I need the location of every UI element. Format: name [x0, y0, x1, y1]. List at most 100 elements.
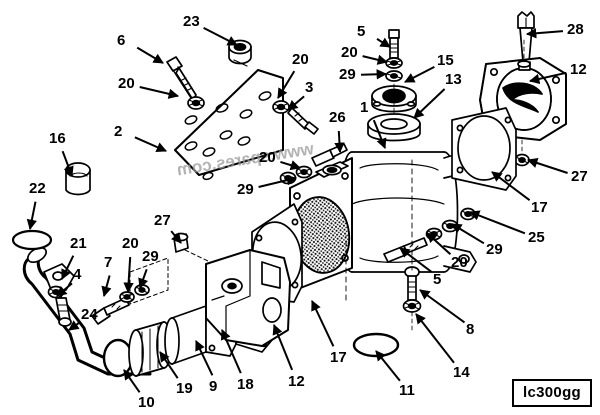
leader-line-27 [527, 157, 568, 174]
diagram-id-label: lc300gg [512, 379, 592, 407]
leader-line-20 [426, 232, 452, 256]
callout-14: 14 [453, 364, 470, 381]
callout-16: 16 [49, 130, 66, 147]
callout-9: 9 [209, 378, 218, 395]
leader-line-12 [272, 324, 294, 371]
part-mounting-plate [174, 69, 284, 181]
leader-line-7 [101, 275, 112, 298]
callout-1: 1 [360, 99, 369, 116]
part-5-bolt-top [388, 29, 400, 59]
callout-6: 6 [117, 32, 126, 49]
callout-17: 17 [531, 199, 548, 216]
leader-line-20 [123, 256, 134, 294]
leader-line-9 [195, 340, 214, 376]
part-11-oring [352, 332, 400, 358]
part-20-washer-lower [119, 291, 135, 303]
callout-25: 25 [528, 229, 545, 246]
leader-line-14 [415, 313, 455, 364]
leader-line-19 [159, 351, 179, 379]
leader-line-23 [203, 27, 238, 46]
leader-line-24 [68, 320, 80, 331]
callout-15: 15 [437, 52, 454, 69]
part-19-cylinder [128, 321, 172, 377]
callout-12: 12 [288, 373, 305, 390]
leader-line-29 [138, 268, 149, 289]
leader-line-5 [399, 247, 433, 273]
callout-20: 20 [292, 51, 309, 68]
callout-20: 20 [259, 149, 276, 166]
callout-23: 23 [183, 13, 200, 30]
callout-28: 28 [567, 21, 584, 38]
part-12-housing-bottom [205, 249, 291, 347]
part-27-plug-left [173, 232, 211, 263]
part-23-bushing [228, 39, 252, 67]
part-7-bolt [91, 297, 130, 325]
leader-line-28 [525, 28, 564, 39]
callout-29: 29 [339, 66, 356, 83]
callout-5: 5 [433, 271, 442, 288]
callout-2: 2 [114, 123, 123, 140]
leader-line-20 [280, 160, 301, 171]
leader-line-21 [61, 255, 75, 280]
callout-13: 13 [445, 71, 462, 88]
part-28-pin [517, 11, 535, 63]
callout-29: 29 [237, 181, 254, 198]
part-15-flange [371, 83, 417, 131]
leader-line-8 [419, 289, 466, 324]
callout-29: 29 [142, 248, 159, 265]
leader-line-1 [372, 119, 387, 149]
leader-line-25 [469, 210, 526, 235]
callout-18: 18 [237, 376, 254, 393]
callout-17: 17 [330, 349, 347, 366]
leader-line-18 [220, 329, 242, 374]
callout-12: 12 [570, 61, 587, 78]
part-3-bolt [287, 107, 319, 135]
leader-line-26 [334, 130, 345, 154]
callout-5: 5 [357, 23, 366, 40]
callout-20: 20 [118, 75, 135, 92]
callout-27: 27 [154, 212, 171, 229]
leader-line-22 [26, 201, 37, 231]
part-27-plug-right [514, 139, 530, 167]
part-8-bolt [404, 266, 420, 301]
part-17-gasket-right [451, 107, 517, 191]
leader-line-15 [404, 66, 435, 83]
part-22-oring [11, 229, 53, 251]
callout-24: 24 [81, 306, 98, 323]
leader-line-29 [258, 175, 298, 188]
part-14-washer [402, 299, 422, 333]
part-24-tube [22, 246, 152, 376]
callout-11: 11 [399, 382, 415, 399]
part-10-oring [102, 338, 134, 378]
part-20-washer-left [187, 96, 205, 110]
leader-line-5 [376, 37, 391, 48]
callout-26: 26 [329, 109, 346, 126]
callout-21: 21 [70, 235, 87, 252]
leader-line-3 [287, 95, 305, 111]
callout-3: 3 [305, 79, 314, 96]
leader-line-20 [362, 54, 389, 65]
leader-line-6 [136, 46, 164, 64]
leader-line-13 [413, 88, 446, 119]
callout-20: 20 [451, 254, 468, 271]
callout-22: 22 [29, 180, 46, 197]
leader-line-29 [360, 69, 388, 80]
callout-27: 27 [571, 168, 588, 185]
callout-19: 19 [176, 380, 193, 397]
part-6-bolt [166, 56, 197, 101]
part-29-washer-lower [134, 284, 150, 296]
callout-29: 29 [486, 241, 503, 258]
leader-line-12 [528, 71, 567, 85]
leader-line-20 [277, 70, 296, 99]
callout-20: 20 [341, 44, 358, 61]
leader-line-20 [139, 86, 180, 99]
callout-20: 20 [122, 235, 139, 252]
callout-7: 7 [104, 254, 113, 271]
leader-line-4 [56, 282, 73, 297]
part-29-washer-top [385, 70, 403, 82]
leader-line-17 [491, 171, 531, 201]
callout-4: 4 [73, 266, 82, 283]
part-20-washer-top [385, 57, 403, 69]
